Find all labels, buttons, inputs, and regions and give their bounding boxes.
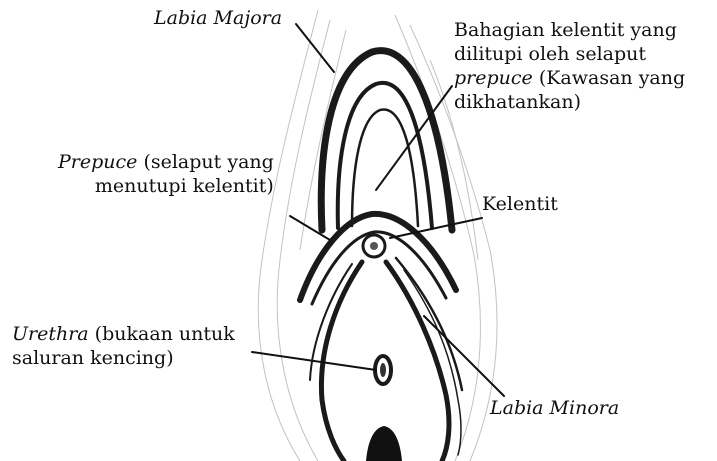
label-urethra-line2: saluran kencing) xyxy=(12,346,235,370)
clitoris-glans xyxy=(363,235,385,257)
label-hood-line1: Bahagian kelentit yang xyxy=(454,18,685,42)
label-labia-minora: Labia Minora xyxy=(490,396,619,420)
label-prepuce-rest: (selaput yang xyxy=(137,151,273,173)
label-kelentit: Kelentit xyxy=(482,192,558,216)
label-urethra: Urethra (bukaan untuk saluran kencing) xyxy=(12,322,235,370)
label-hood-line2: dilitupi oleh selaput xyxy=(454,42,685,66)
label-prepuce: Prepuce (selaput yang menutupi kelentit) xyxy=(58,150,274,198)
label-prepuce-term: Prepuce xyxy=(58,151,137,173)
urethral-opening xyxy=(375,356,391,384)
label-urethra-rest: (bukaan untuk xyxy=(89,323,235,345)
label-labia-majora: Labia Majora xyxy=(154,6,282,30)
label-urethra-term: Urethra xyxy=(12,323,89,345)
label-prepuce-line1: Prepuce (selaput yang xyxy=(58,150,274,174)
leader-labia-majora xyxy=(296,24,334,72)
hood-outline xyxy=(321,51,452,230)
label-hood-region: Bahagian kelentit yang dilitupi oleh sel… xyxy=(454,18,685,114)
label-hood-line3-rest: (Kawasan yang xyxy=(533,67,685,89)
label-prepuce-line2: menutupi kelentit) xyxy=(58,174,274,198)
label-hood-prepuce: prepuce xyxy=(454,67,533,89)
vaginal-opening xyxy=(366,426,402,461)
label-hood-line3: prepuce (Kawasan yang xyxy=(454,66,685,90)
label-urethra-line1: Urethra (bukaan untuk xyxy=(12,322,235,346)
label-hood-line4: dikhatankan) xyxy=(454,90,685,114)
